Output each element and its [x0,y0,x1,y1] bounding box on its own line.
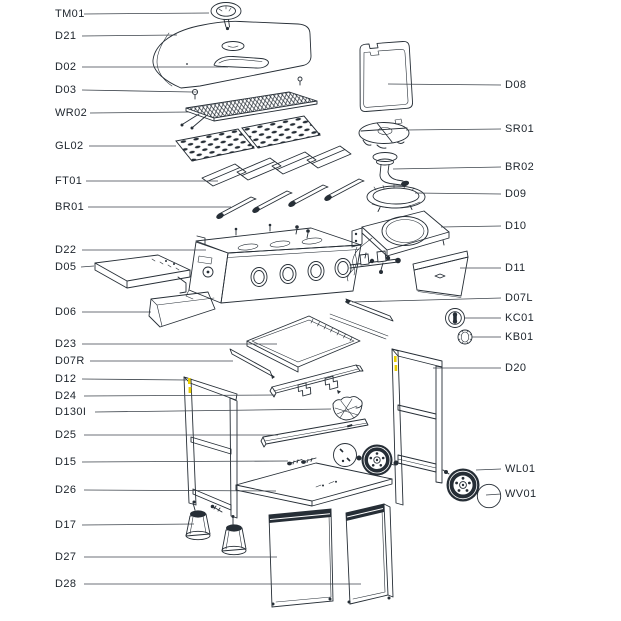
labels-layer: TM01D21D02D03WR02GL02FT01BR01D22D05D06D2… [55,8,537,590]
part-label-br01: BR01 [55,201,84,213]
leader-d15 [81,460,289,463]
part-label-d05: D05 [55,261,76,273]
part-brace-right [229,348,275,379]
part-label-br02: BR02 [505,161,534,173]
part-cross-beam-upper [269,364,364,398]
part-label-d20: D20 [505,362,526,374]
leader-d10 [440,225,502,228]
part-brace-left [329,298,394,340]
part-label-d06: D06 [55,306,76,318]
part-side-shelf-left [94,254,191,294]
part-label-sr01: SR01 [505,123,534,135]
part-side-panel-right [412,250,469,298]
part-label-d23: D23 [55,338,76,350]
part-label-d27: D27 [55,551,76,563]
part-label-d26: D26 [55,484,76,496]
leader-d26 [83,489,277,492]
part-label-d02: D02 [55,61,76,73]
part-bottom-tray [246,315,361,373]
part-side-burner-box [347,210,450,282]
leader-d17 [81,523,195,526]
leader-wv01 [485,493,502,496]
leader-d24 [83,394,276,397]
part-grease-cup [332,390,363,421]
part-label-d24: D24 [55,390,76,402]
part-temp-gauge [210,2,242,31]
part-label-d10: D10 [505,220,526,232]
leader-tm01 [83,12,210,15]
part-label-d03: D03 [55,84,76,96]
part-bottom-shelf [235,462,393,507]
part-door-left [268,508,334,608]
part-label-d22: D22 [55,244,76,256]
part-label-tm01: TM01 [55,8,85,20]
leader-sr01 [405,128,502,131]
part-control-knob [445,308,465,328]
part-cart-frame-right [385,348,450,506]
leader-d09 [414,192,502,195]
part-label-d21: D21 [55,30,76,42]
part-burners [216,178,365,219]
leader-d130i [94,408,332,413]
part-label-d07r: D07R [55,355,85,367]
part-label-d17: D17 [55,519,76,531]
part-label-ft01: FT01 [55,175,82,187]
leader-br02 [392,166,502,170]
part-flame-tamers [201,145,352,187]
part-side-burner [372,152,410,187]
part-cart-frame-left [183,376,238,526]
part-label-kc01: KC01 [505,312,534,324]
part-label-gl02: GL02 [55,140,84,152]
part-label-d15: D15 [55,456,76,468]
leader-d08 [387,83,502,86]
part-label-d28: D28 [55,578,76,590]
part-side-burner-lid [359,41,413,112]
leader-d12 [81,378,187,381]
part-label-d07l: D07L [505,292,533,304]
part-warming-rack [180,91,318,130]
leader-d03 [81,89,193,93]
part-label-d25: D25 [55,429,76,441]
leader-d21 [81,34,178,37]
part-wheel-cover [476,483,502,509]
part-grease-chute [148,291,216,328]
part-burner-bowl [366,184,426,212]
part-label-kb01: KB01 [505,331,534,343]
part-label-d11: D11 [505,262,526,274]
part-wheel-right [446,468,480,502]
part-lid [152,20,312,89]
part-label-d12: D12 [55,373,76,385]
part-label-wv01: WV01 [505,488,537,500]
part-feet [185,510,247,556]
leader-d05 [80,265,95,268]
part-wheel-left-assembly [333,443,399,476]
part-screws [287,457,317,466]
part-cooking-grates [175,115,321,162]
leader-wr02 [89,111,190,114]
leader-wl01 [475,468,502,471]
part-label-d130i: D130I [55,406,86,418]
part-knob-bezel [457,329,473,345]
part-label-d09: D09 [505,188,526,200]
part-side-burner-rack [358,118,410,149]
part-label-d08: D08 [505,79,526,91]
part-door-right [345,503,394,605]
part-lid-screw [191,88,199,100]
part-label-wr02: WR02 [55,107,87,119]
leader-d07l [351,297,502,303]
part-label-wl01: WL01 [505,463,535,475]
part-firebox [185,223,401,304]
part-cross-beam-lower [260,418,369,448]
